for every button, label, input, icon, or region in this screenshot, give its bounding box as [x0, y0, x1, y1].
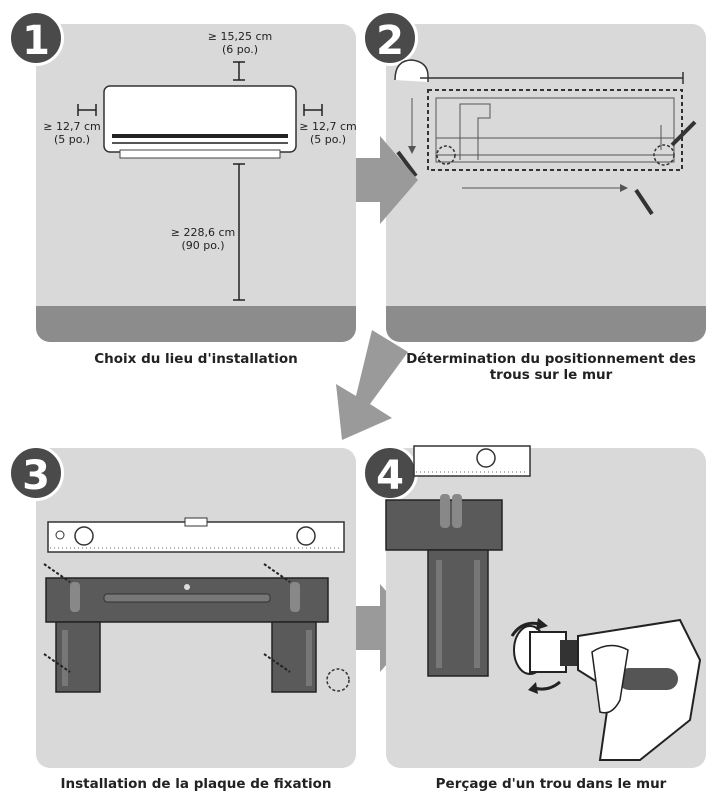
ac-unit — [103, 85, 297, 159]
step-1-badge: 1 — [8, 10, 64, 66]
step-4-badge: 4 — [362, 445, 418, 501]
step-2-badge: 2 — [362, 10, 418, 66]
right-clearance-label: ≥ 12,7 cm(5 po.) — [299, 120, 357, 146]
left-clearance-label: ≥ 12,7 cm(5 po.) — [43, 120, 101, 146]
step-3-caption: Installation de la plaque de fixation — [60, 776, 332, 792]
bottom-clearance-label: ≥ 228,6 cm(90 po.) — [170, 226, 236, 252]
floor — [36, 306, 356, 342]
step-1-panel — [36, 24, 356, 342]
step-4-caption: Perçage d'un trou dans le mur — [435, 776, 667, 792]
arrow-1-to-2 — [356, 136, 418, 224]
step-2-panel — [386, 24, 706, 342]
floor — [386, 306, 706, 342]
step-3-badge: 3 — [8, 445, 64, 501]
arrow-2-to-3 — [336, 330, 408, 440]
step-1-caption: Choix du lieu d'installation — [94, 351, 298, 367]
drill — [513, 618, 702, 761]
top-clearance-label: ≥ 15,25 cm(6 po.) — [207, 30, 273, 56]
